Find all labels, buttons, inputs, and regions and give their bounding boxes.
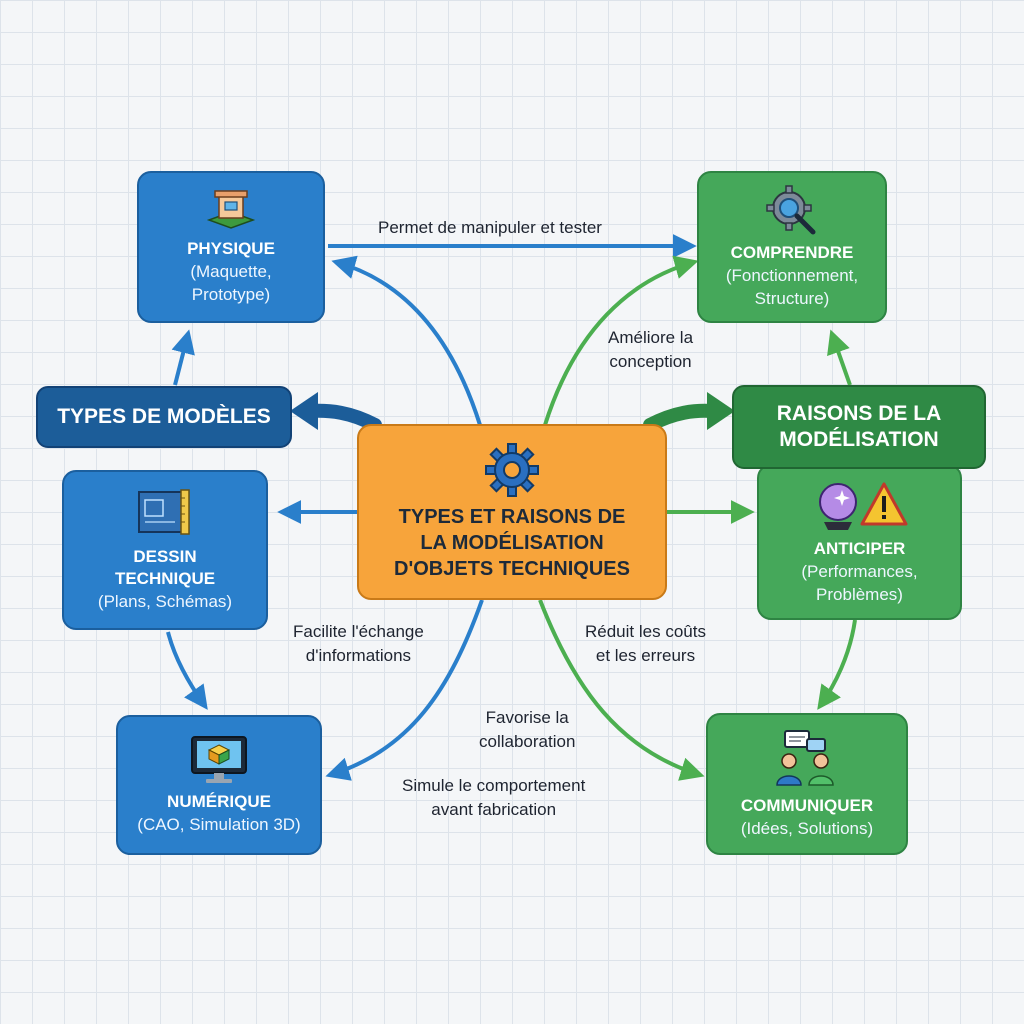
reason-subtitle: (Performances, Problèmes) xyxy=(801,562,918,604)
arrow-center-communiquer xyxy=(538,599,705,781)
arrow-banner-physique xyxy=(171,329,195,386)
center-topic-box: TYPES ET RAISONS DE LA MODÉLISATION D'OB… xyxy=(357,424,667,600)
reason-subtitle: (Idées, Solutions) xyxy=(740,818,874,838)
arrow-center-physique xyxy=(331,255,482,426)
reason-title: COMMUNIQUER xyxy=(740,795,874,815)
type-title: DESSIN TECHNIQUE xyxy=(114,546,216,588)
reasons-banner: RAISONS DE LA MODÉLISATION xyxy=(732,385,986,469)
gear-magnifier-icon xyxy=(766,185,816,235)
crystal-ball-warning-icon xyxy=(818,482,907,530)
connector-label: Réduit les coûts et les erreurs xyxy=(585,622,706,665)
type-subtitle: (Maquette, Prototype) xyxy=(190,262,272,304)
connector-label: Améliore la conception xyxy=(608,328,694,371)
type-dessin-box: DESSIN TECHNIQUE (Plans, Schémas) xyxy=(62,470,268,630)
type-numerique-box: NUMÉRIQUE (CAO, Simulation 3D) xyxy=(116,715,322,855)
reason-comprendre-box: COMPRENDRE (Fonctionnement, Structure) xyxy=(697,171,887,323)
arrow-center-comprendre xyxy=(543,255,699,426)
building-icon xyxy=(206,190,256,229)
type-subtitle: (Plans, Schémas) xyxy=(97,591,233,611)
gear-icon xyxy=(485,443,539,497)
computer-icon xyxy=(191,735,247,783)
type-title: PHYSIQUE xyxy=(187,239,275,258)
arrow-anticiper-communiquer xyxy=(817,619,857,710)
thick-arrow-right xyxy=(643,403,719,432)
arrow-banner-comprendre xyxy=(827,329,852,386)
reason-title: COMPRENDRE xyxy=(730,243,854,262)
thick-arrow-right-head xyxy=(707,392,735,430)
type-title: NUMÉRIQUE xyxy=(167,791,271,811)
thick-arrow-left-head xyxy=(290,392,318,430)
connector-label: Permet de manipuler et tester xyxy=(378,218,602,237)
arrow-center-numerique xyxy=(325,599,484,781)
thick-arrow-left xyxy=(303,403,382,432)
connector-label: Facilite l'échange d'informations xyxy=(293,622,424,665)
type-subtitle: (CAO, Simulation 3D) xyxy=(137,814,301,834)
reason-title: ANTICIPER xyxy=(813,539,906,558)
connector-label: Favorise la collaboration xyxy=(479,708,576,751)
arrow-dessin-numerique xyxy=(166,631,208,710)
types-banner: TYPES DE MODÈLES xyxy=(36,386,292,448)
connector-label: Simule le comportement avant fabrication xyxy=(402,776,586,819)
blueprint-icon xyxy=(138,488,190,535)
reason-subtitle: (Fonctionnement, Structure) xyxy=(725,266,859,308)
people-chat-icon xyxy=(776,729,834,786)
reason-communiquer-box: COMMUNIQUER (Idées, Solutions) xyxy=(706,713,908,855)
center-title: TYPES ET RAISONS DE LA MODÉLISATION D'OB… xyxy=(394,506,630,580)
type-physique-box: PHYSIQUE (Maquette, Prototype) xyxy=(137,171,325,323)
reason-anticiper-box: ANTICIPER (Performances, Problèmes) xyxy=(757,464,962,620)
